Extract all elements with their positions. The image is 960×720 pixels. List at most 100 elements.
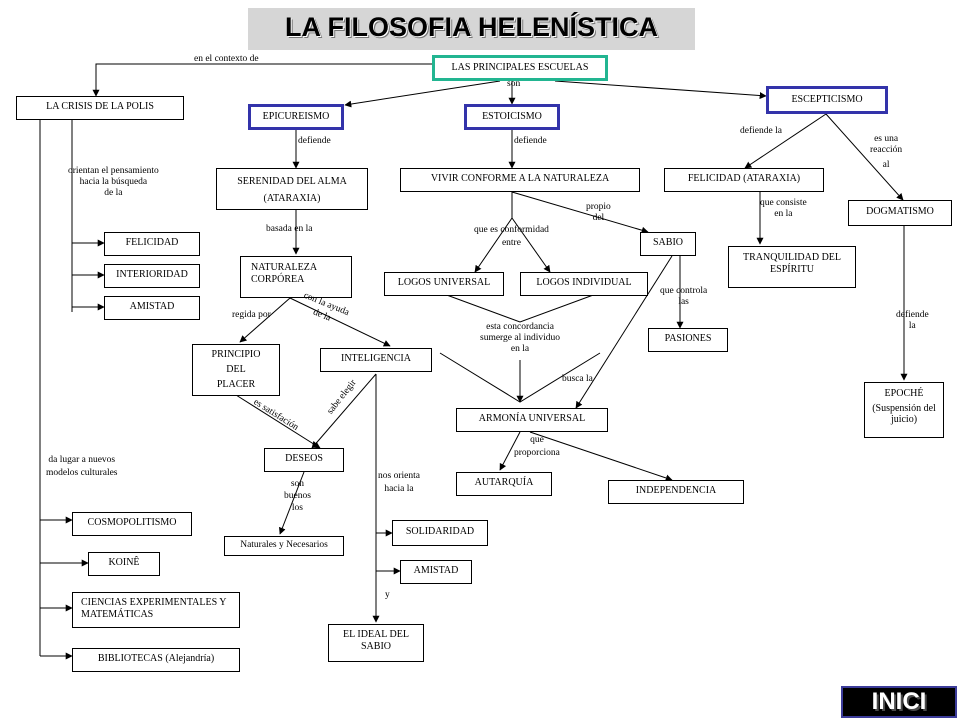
node-naturales-necesarios: Naturales y Necesarios [224,536,344,556]
node-vivir-label: VIVIR CONFORME A LA NATURALEZA [430,173,610,184]
label-que-es-line2: entre [501,238,521,248]
label-son: son [507,79,521,89]
label-defiende-epicureismo: defiende [298,136,331,146]
label-que-proporciona: que proporciona [514,434,560,460]
node-ciencias-label: CIENCIAS EXPERIMENTALES Y MATEMÁTICAS [81,597,227,620]
node-deseos-label: DESEOS [285,453,323,464]
node-solidaridad: SOLIDARIDAD [392,520,488,546]
node-tranquilidad: TRANQUILIDAD DEL ESPÍRITU [728,246,856,288]
node-bibliotecas: BIBLIOTECAS (Alejandría) [72,648,240,672]
node-deseos: DESEOS [264,448,344,472]
node-naturales-label: Naturales y Necesarios [240,540,328,550]
label-que-consiste-line1: que consiste [760,198,807,208]
label-defiende-epoche-line1: defiende [896,310,929,320]
label-defiende-la: defiende la [740,126,782,136]
node-epoche-sub-label: (Suspensión del juicio) [872,403,936,425]
label-basada-en-la: basada en la [266,224,313,234]
label-orientan-line3: de la [104,188,123,198]
node-epicureismo: EPICUREISMO [248,104,344,130]
label-busca-la: busca la [562,374,593,384]
label-es-una-line3: al [882,160,890,170]
label-orientan: orientan el pensamiento hacia la búsqued… [68,166,159,199]
node-estoicismo-label: ESTOICISMO [482,111,542,122]
node-interioridad-label: INTERIORIDAD [116,269,188,280]
node-amistad-right: AMISTAD [400,560,472,584]
node-solidaridad-label: SOLIDARIDAD [405,526,475,537]
node-epoche-label: EPOCHÉ [884,388,924,399]
node-felicidad-ataraxia-label: FELICIDAD (ATARAXIA) [687,173,801,184]
node-armonia-universal: ARMONÍA UNIVERSAL [456,408,608,432]
node-ciencias: CIENCIAS EXPERIMENTALES Y MATEMÁTICAS [72,592,240,628]
node-interioridad: INTERIORIDAD [104,264,200,288]
label-que-consiste: que consiste en la [760,198,807,220]
node-crisis-polis-label: LA CRISIS DE LA POLIS [46,101,154,112]
node-inteligencia-label: INTELIGENCIA [341,353,411,364]
node-ideal-label: EL IDEAL DEL SABIO [343,629,409,652]
label-nos-orienta-line1: nos orienta [378,471,420,481]
node-principales-escuelas-label: LAS PRINCIPALES ESCUELAS [451,62,589,73]
node-tranquilidad-label: TRANQUILIDAD DEL ESPÍRITU [742,252,842,275]
node-amistad-left: AMISTAD [104,296,200,320]
label-que-controla: que controla las [660,286,707,308]
node-amistad-right-label: AMISTAD [413,565,459,576]
label-es-una-line1: es una [874,134,899,144]
label-y: y [385,590,390,600]
node-principales-escuelas: LAS PRINCIPALES ESCUELAS [432,55,608,81]
label-nos-orienta: nos orienta hacia la [378,470,420,496]
title-banner [248,8,695,50]
label-que-es-conformidad: que es conformidad entre [474,224,549,250]
node-principio-line3: PLACER [216,379,256,390]
node-cosmopolitismo-label: COSMOPOLITISMO [87,517,177,528]
label-concordancia-line2: sumerge al individuo [480,333,561,343]
label-son-buenos-line2: buenos [284,491,311,501]
node-serenidad-label: SERENIDAD DEL ALMA [237,176,347,187]
inici-button[interactable]: INICI [841,686,957,718]
node-dogmatismo-label: DOGMATISMO [866,206,934,217]
node-escepticismo-label: ESCEPTICISMO [791,94,863,105]
node-principio-line1: PRINCIPIO [211,349,261,360]
node-naturaleza-label: NATURALEZA CORPÓREA [251,262,317,285]
node-felicidad-label: FELICIDAD [125,237,179,248]
node-logos-individual-label: LOGOS INDIVIDUAL [536,277,632,288]
node-ataraxia-label: (ATARAXIA) [263,193,321,204]
label-orientan-line2: hacia la búsqueda [79,177,148,187]
node-crisis-polis: LA CRISIS DE LA POLIS [16,96,184,120]
node-logos-individual: LOGOS INDIVIDUAL [520,272,648,296]
node-ideal-sabio: EL IDEAL DEL SABIO [328,624,424,662]
label-en-el-contexto: en el contexto de [194,54,259,64]
node-logos-universal-label: LOGOS UNIVERSAL [397,277,491,288]
label-da-lugar: da lugar a nuevos modelos culturales [46,454,118,480]
node-armonia-label: ARMONÍA UNIVERSAL [478,413,586,424]
label-propio-del: propio del [586,202,611,224]
label-que-consiste-line2: en la [774,209,793,219]
label-concordancia-line1: esta concordancia [486,322,554,332]
node-amistad-left-label: AMISTAD [129,301,175,312]
node-principio-placer: PRINCIPIO DEL PLACER [192,344,280,396]
label-que-controla-line1: que controla [660,286,708,296]
node-epicureismo-label: EPICUREISMO [262,111,330,122]
node-bibliotecas-label: BIBLIOTECAS (Alejandría) [97,653,215,664]
node-logos-universal: LOGOS UNIVERSAL [384,272,504,296]
label-que-controla-line2: las [678,297,689,307]
label-defiende-estoicismo: defiende [514,136,547,146]
node-independencia: INDEPENDENCIA [608,480,744,504]
label-concordancia: esta concordancia sumerge al individuo e… [480,322,560,355]
label-son-buenos-line3: los [291,503,303,513]
label-da-lugar-line2: modelos culturales [46,468,118,478]
node-koine: KOINÊ [88,552,160,576]
node-inteligencia: INTELIGENCIA [320,348,432,372]
node-epoche: EPOCHÉ (Suspensión del juicio) [864,382,944,438]
node-koine-label: KOINÊ [108,557,140,568]
label-defiende-la-epoche: defiende la [896,310,929,332]
node-vivir-naturaleza: VIVIR CONFORME A LA NATURALEZA [400,168,640,192]
label-es-una-line2: reacción [870,145,903,155]
label-da-lugar-line1: da lugar a nuevos [48,455,116,465]
node-pasiones-label: PASIONES [664,333,712,344]
node-dogmatismo: DOGMATISMO [848,200,952,226]
label-regida-por: regida por [232,310,271,320]
node-serenidad-alma: SERENIDAD DEL ALMA (ATARAXIA) [216,168,368,210]
node-autarquia-label: AUTARQUÍA [474,477,534,488]
label-son-buenos: son buenos los [284,478,311,514]
page-title: LA FILOSOFIA HELENÍSTICA [285,12,658,42]
